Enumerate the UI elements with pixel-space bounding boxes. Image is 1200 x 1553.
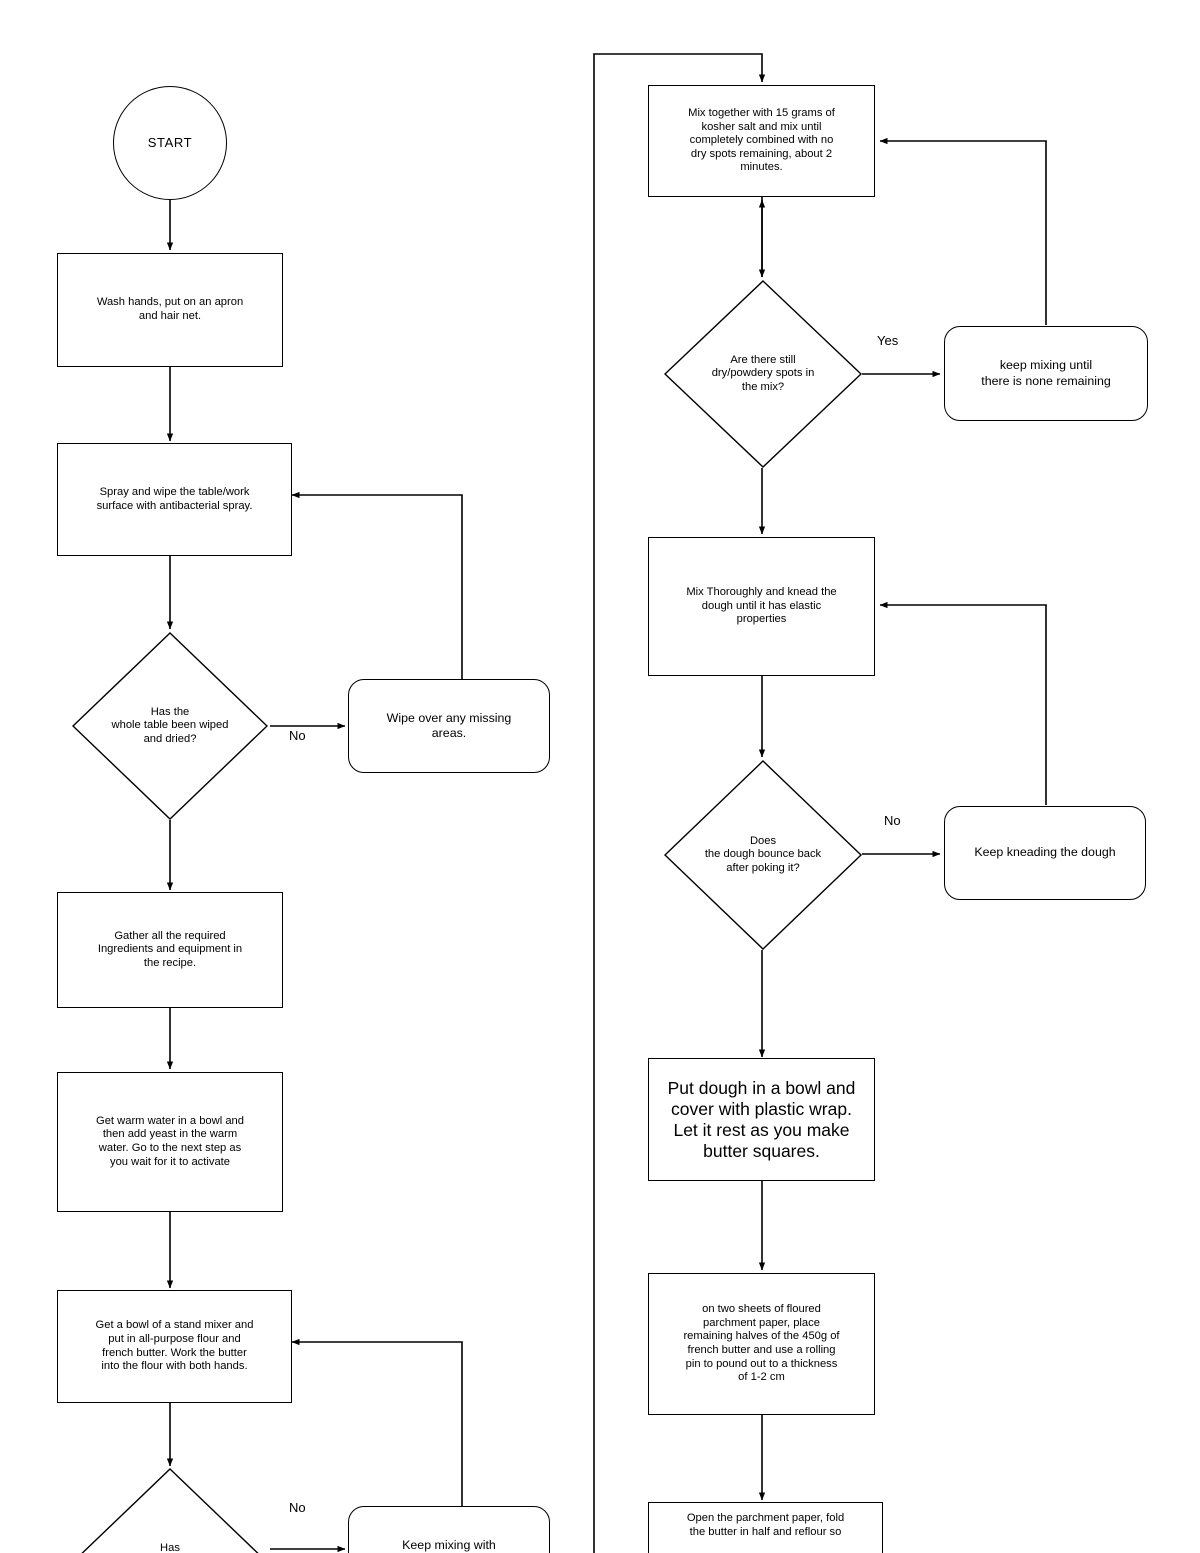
node-keep-mixing-hands-label: Keep mixing with hands until it is fully… (402, 1537, 496, 1552)
node-table-wiped-question[interactable]: Has the whole table been wiped and dried… (72, 632, 268, 820)
node-bounce-back-question-label: Does the dough bounce back after poking … (704, 834, 822, 874)
node-bounce-back-question[interactable]: Does the dough bounce back after poking … (664, 760, 862, 950)
diamond-shape (664, 280, 862, 468)
node-wash-hands-label: Wash hands, put on an apron and hair net… (96, 296, 244, 322)
node-gather-ingredients-label: Gather all the required Ingredients and … (97, 929, 243, 969)
diamond-shape (72, 632, 268, 820)
node-flour-coated-question-label: Has all the flour been fairly coated (160, 1541, 180, 1553)
node-wipe-missing[interactable]: Wipe over any missing areas. (348, 679, 550, 773)
edge-label-dry-spots-yes: Yes (877, 333, 899, 348)
node-dry-spots-question-label: Are there still dry/powdery spots in the… (711, 353, 815, 393)
node-mix-salt-label: Mix together with 15 grams of kosher sal… (688, 106, 835, 174)
node-stand-mixer-label: Get a bowl of a stand mixer and put in a… (95, 1319, 254, 1373)
node-keep-mixing-none-remaining-label: keep mixing until there is none remainin… (981, 358, 1111, 388)
node-knead-elastic-label: Mix Thoroughly and knead the dough until… (686, 586, 837, 626)
node-put-dough-bowl-label: Put dough in a bowl and cover with plast… (667, 1077, 856, 1161)
edge-label-bounce-back-no: No (884, 813, 901, 828)
edge-wipemissing-loopback (291, 491, 463, 679)
edge-label-table-wiped-no: No (289, 728, 306, 743)
node-wash-hands[interactable]: Wash hands, put on an apron and hair net… (57, 253, 283, 367)
node-table-wiped-question-label: Has the whole table been wiped and dried… (111, 705, 229, 745)
edge-keepmixinghands-loopback (291, 1338, 463, 1506)
node-dry-spots-question[interactable]: Are there still dry/powdery spots in the… (664, 280, 862, 468)
node-flour-coated-question[interactable]: Has all the flour been fairly coated (72, 1468, 268, 1553)
node-gather-ingredients[interactable]: Gather all the required Ingredients and … (57, 892, 283, 1008)
node-spray-wipe[interactable]: Spray and wipe the table/work surface wi… (57, 443, 292, 556)
node-stand-mixer[interactable]: Get a bowl of a stand mixer and put in a… (57, 1290, 292, 1403)
diamond-shape (664, 760, 862, 950)
node-keep-kneading[interactable]: Keep kneading the dough (944, 806, 1146, 900)
node-parchment-butter-label: on two sheets of floured parchment paper… (683, 1303, 840, 1384)
edge-keepkneading-loopback (879, 601, 1047, 805)
node-start-label: START (147, 135, 193, 151)
node-put-dough-bowl[interactable]: Put dough in a bowl and cover with plast… (648, 1058, 875, 1181)
node-start[interactable]: START (113, 86, 227, 200)
node-keep-mixing-none-remaining[interactable]: keep mixing until there is none remainin… (944, 326, 1148, 421)
node-knead-elastic[interactable]: Mix Thoroughly and knead the dough until… (648, 537, 875, 676)
node-open-parchment[interactable]: Open the parchment paper, fold the butte… (648, 1502, 883, 1553)
edge-keepmixingnone-loopback (879, 137, 1047, 325)
node-warm-water-yeast-label: Get warm water in a bowl and then add ye… (96, 1114, 244, 1168)
node-keep-mixing-hands[interactable]: Keep mixing with hands until it is fully… (348, 1506, 550, 1553)
edge-label-flour-coated-no: No (289, 1500, 306, 1515)
node-mix-salt[interactable]: Mix together with 15 grams of kosher sal… (648, 85, 875, 197)
diamond-shape (81, 1468, 259, 1553)
node-spray-wipe-label: Spray and wipe the table/work surface wi… (96, 485, 253, 512)
node-keep-kneading-label: Keep kneading the dough (974, 845, 1116, 860)
node-warm-water-yeast[interactable]: Get warm water in a bowl and then add ye… (57, 1072, 283, 1212)
node-parchment-butter[interactable]: on two sheets of floured parchment paper… (648, 1273, 875, 1415)
node-wipe-missing-label: Wipe over any missing areas. (386, 710, 512, 740)
node-open-parchment-label: Open the parchment paper, fold the butte… (686, 1512, 845, 1538)
